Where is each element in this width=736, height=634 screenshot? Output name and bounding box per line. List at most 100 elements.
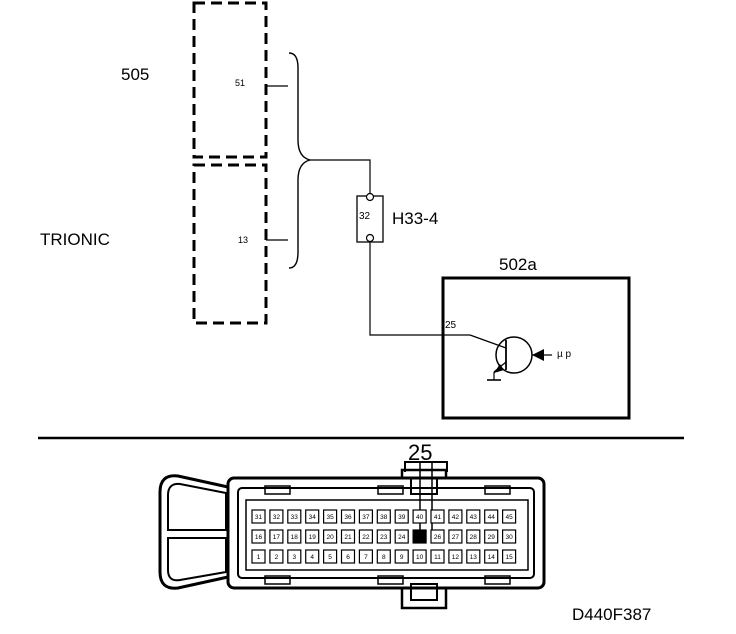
connector-pin-label-22: 22 [362,534,370,541]
connector-pin-label-32: 32 [273,514,281,521]
connector-pin-label-10: 10 [416,554,424,561]
connector-pin-17 [269,529,284,544]
connector-pin-label-27: 27 [452,534,460,541]
connector-pin-11 [430,549,445,564]
connector-bottom-tab-mid [377,575,404,585]
connector-key-bottom [400,588,448,610]
connector-pin-15 [502,549,517,564]
connector-pin-10 [412,549,427,564]
connector-pin-label-26: 26 [434,534,442,541]
connector-pin-41 [430,509,445,524]
control-unit-505-lower [192,163,268,325]
component-502a-label: 502a [499,255,537,274]
component-505-label: 505 [121,65,150,84]
connector-pin-field [245,499,529,571]
connector-pin-label-29: 29 [488,534,496,541]
connector-pin-21 [340,529,356,544]
connector-pin-label-8: 8 [382,554,386,561]
connector-pin-13 [466,549,481,564]
connector-pin-label-11: 11 [434,554,441,561]
wire-h33-to-502a [369,242,470,336]
connector-pin-label-6: 6 [346,554,350,561]
connector-pin-label-31: 31 [255,514,263,521]
base-input-arrow [532,349,544,361]
connector-pin-34 [305,509,320,524]
connector-pin-35 [323,509,338,524]
connector-pin-label-35: 35 [326,514,334,521]
pin-25-label: 25 [445,320,457,331]
connector-pin-5 [323,549,338,564]
connector-pin-38 [376,509,391,524]
component-502a-box [441,276,631,420]
pin-51-label: 51 [235,78,246,88]
connector-pin-42 [448,509,463,524]
connector-pin-label-34: 34 [309,514,317,521]
connector-pin-label-28: 28 [470,534,478,541]
connector-h33-pin-bottom [365,233,375,243]
connector-pin-40 [412,509,427,524]
connector-pin-2 [269,549,284,564]
connector-pin-label-15: 15 [505,554,513,561]
connector-pin-27 [448,529,463,544]
connector-pin-label-19: 19 [309,534,317,541]
connector-pin-label-33: 33 [291,514,299,521]
connector-pin-1 [251,549,266,564]
wire-brace-to-h33 [310,159,371,196]
connector-pin-32-label: 32 [359,211,371,222]
connector-latch-inner-lower [167,537,227,582]
connector-pin-30 [502,529,517,544]
connector-pin-label-36: 36 [344,514,352,521]
connector-pin-label-2: 2 [275,554,279,561]
connector-pin-20 [323,529,338,544]
connector-pin-label-4: 4 [310,554,314,561]
connector-pin-label-17: 17 [273,534,281,541]
connector-pin-16 [251,529,266,544]
connector-pin-26 [430,529,445,544]
connector-pin-6 [340,549,356,564]
connector-pin-label-45: 45 [505,514,513,521]
connector-pin-label-18: 18 [291,534,299,541]
connector-pin-43 [466,509,481,524]
connector-pin-label-30: 30 [505,534,513,541]
connector-pin-label-20: 20 [326,534,334,541]
connector-pin-label-1: 1 [257,554,261,561]
connector-pin-label-43: 43 [470,514,478,521]
connector-pin-label-37: 37 [362,514,370,521]
connector-pin-9 [394,549,409,564]
connector-pin-label-24: 24 [398,534,406,541]
figure-code: D440F387 [572,605,652,624]
connector-key-bottom-slot [410,583,438,601]
connector-pin-31 [251,509,266,524]
transistor-collector [469,334,507,349]
connector-pin-label-23: 23 [380,534,388,541]
connector-pin-39 [394,509,409,524]
connector-bottom-tab-right [484,575,511,585]
connector-key-top-slot [410,477,438,495]
connector-pin-label-14: 14 [488,554,496,561]
connector-pin-3 [287,549,302,564]
connector-pin-label-16: 16 [255,534,263,541]
connector-pin-33 [287,509,302,524]
transistor-emitter-arrow [494,364,504,373]
connector-pin-label-12: 12 [452,554,460,561]
mu-p-label: µ p [557,349,572,360]
connector-pin-label-40: 40 [416,514,424,521]
connector-pin-32 [269,509,284,524]
connector-pin-label-41: 41 [434,514,442,521]
connector-pin-label-42: 42 [452,514,460,521]
connector-top-tab-mid [377,485,404,495]
connector-pin-23 [376,529,391,544]
connector-pin-label-13: 13 [470,554,478,561]
connector-pin-label-7: 7 [364,554,368,561]
connector-pin-label-21: 21 [344,534,352,541]
connector-latch [158,474,230,590]
pin25-callout-bracket [404,461,448,472]
connector-pin-8 [376,549,391,564]
connector-pin-7 [358,549,373,564]
connector-pin-label-39: 39 [398,514,406,521]
connector-pin-29 [484,529,499,544]
connector-h33-pin-top [365,192,375,202]
pin-13-label: 13 [238,235,249,245]
connector-pin-22 [358,529,373,544]
